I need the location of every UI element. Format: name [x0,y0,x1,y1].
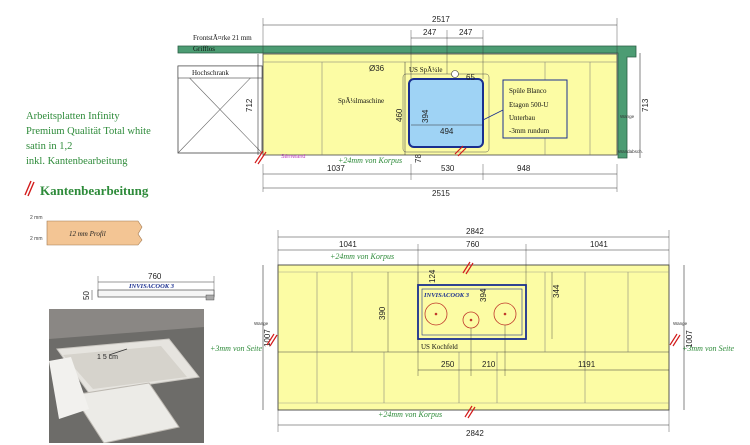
dim-depth-left: 712 [245,98,254,112]
dim-760: 760 [466,240,480,249]
info-line-2: Premium Qualität Total white [26,126,151,137]
profile-mm-top: 2 mm [30,215,43,221]
dim-390: 390 [378,306,387,320]
dim-bottom-plan-total: 2842 [466,227,484,236]
dim-bottom-total: 2515 [432,189,450,198]
dim-depth-bottom-left: 1007 [263,329,272,347]
dim-depth-bottom-right: 1007 [685,330,694,348]
detail-label: INVISACOOK 3 [128,283,175,290]
korpus-note-bottom: +24mm von Korpus [378,410,442,419]
detail-height: 50 [82,291,91,300]
wange-label-top: Wange [620,114,635,119]
info-line-1: Arbeitsplatten Infinity [26,111,120,122]
cooktop-label: INVISACOOK 3 [423,292,470,299]
front-panel [177,45,637,159]
wandabschluss-label: Wandabsch. [618,149,643,154]
sink-note-3: Unterbau [509,114,536,122]
dim-1041-left: 1041 [339,240,357,249]
info-line-4: inkl. Kantenbearbeitung [26,156,128,167]
invisacook-detail: 760 50 INVISACOOK 3 [82,272,215,301]
grifflos-label: Grifflos [193,45,215,53]
sink-us-label: US SpÃ¼le [409,66,442,74]
sink-note-1: Spüle Blanco [509,87,547,95]
dim-530: 530 [441,164,455,173]
sink-note-box [502,79,568,139]
edge-profile: 12 mm Profil 2 mm 2 mm [24,180,143,246]
dim-65: 65 [466,73,475,82]
korpus-note-top: +24mm von Korpus [338,156,402,165]
dim-1191: 1191 [578,360,596,369]
seite-note-left: +3mm von Seite [210,344,263,353]
detail-width: 760 [148,272,162,281]
kanten-title: Kantenbearbeitung [40,183,149,198]
dishwasher-label: SpÃ¼lmaschine [338,97,384,105]
dim-bottom-plan-total-2: 2842 [466,429,484,438]
dim-948: 948 [517,164,531,173]
front-thickness-label: FrontstÃ¤rke 21 mm [193,34,252,42]
dim-124: 124 [428,269,437,283]
sink-note-4: -3mm rundum [509,127,550,135]
stirnwand-label: Stirnwand [281,154,305,160]
profile-mm-bottom: 2 mm [30,236,43,242]
photo-caption: 1 5 cm [97,354,118,361]
tap-hole [451,70,459,78]
profile-label: 12 mm Profil [69,230,106,238]
dim-sink-right: 247 [459,28,473,37]
dim-hole-dia: Ø36 [369,64,385,73]
dim-250: 250 [441,360,455,369]
dim-394-bottom: 394 [479,288,488,302]
dim-1037: 1037 [327,164,345,173]
burner-large [424,302,448,326]
dim-78: 78 [414,154,423,163]
dim-top-total: 2517 [432,15,450,24]
dim-1041-right: 1041 [590,240,608,249]
dim-394: 394 [421,109,430,123]
info-line-3: satin in 1,2 [26,141,73,152]
kochfeld-label: US Kochfeld [421,343,458,351]
wange-right-label: Wange [673,321,688,326]
sink-note-2: Etagon 500-U [509,101,548,109]
wange-left-label: Wange [254,321,269,326]
sink-cutout [408,78,484,148]
seite-note-right: +3mm von Seite [682,344,735,353]
dim-494: 494 [440,127,454,136]
dim-460: 460 [395,108,404,122]
dim-210: 210 [482,360,496,369]
photo-illustration: 1 5 cm [49,309,204,443]
dim-sink-left: 247 [423,28,437,37]
bottom-plan: INVISACOOK 3 US Kochfeld 2842 1041 760 1… [210,227,735,438]
hochschrank-label: Hochschrank [192,69,229,77]
material-info: Arbeitsplatten Infinity Premium Qualität… [26,109,151,169]
dim-depth-right: 713 [641,98,650,112]
dim-344: 344 [552,284,561,298]
top-plan: FrontstÃ¤rke 21 mm Grifflos Hochschrank … [177,15,650,198]
installation-photo: 1 5 cm [49,309,204,443]
korpus-note-bottom-top: +24mm von Korpus [330,252,394,261]
